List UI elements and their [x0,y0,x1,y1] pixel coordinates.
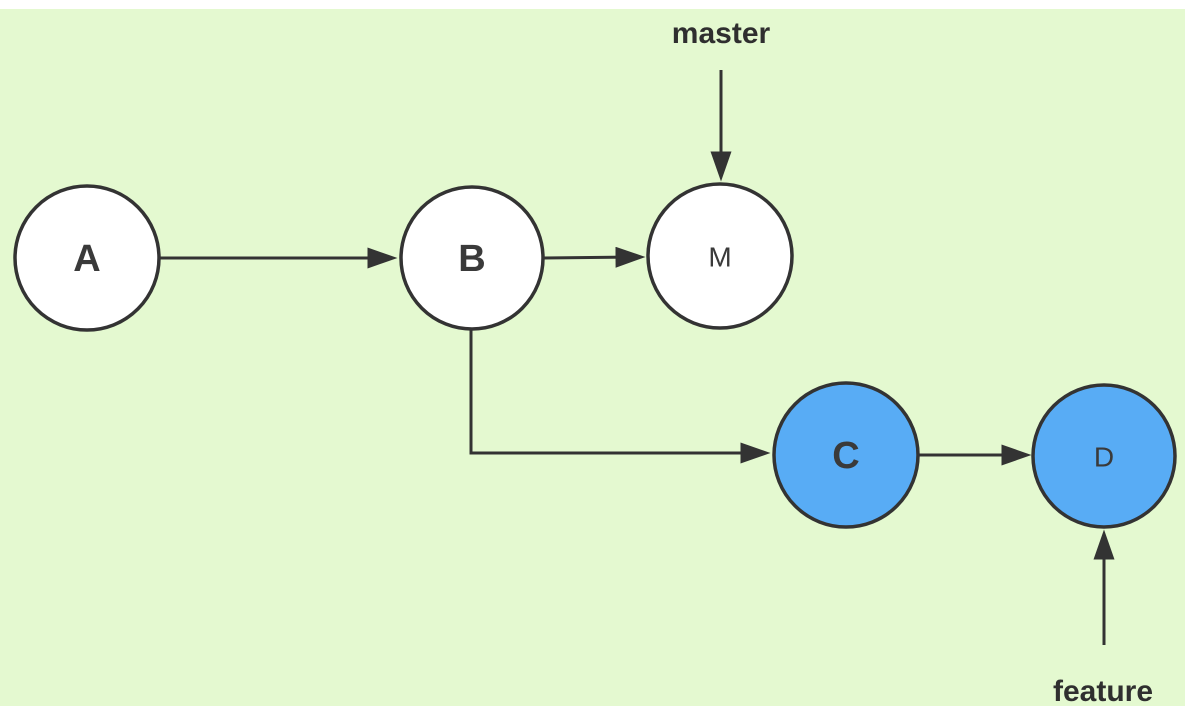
commit-node-M: M [646,182,794,330]
commit-node-A: A [13,184,161,332]
commit-circle-C [772,381,920,529]
commit-circle-B [399,185,545,331]
branch-label-feature: feature [1053,675,1153,708]
commit-label-M: M [708,242,731,273]
commit-label-D: D [1094,442,1114,473]
branch-label-master: master [672,17,771,50]
commit-label-B: B [458,238,485,280]
commit-label-A: A [73,238,100,280]
edge-arrow-B-to-M [543,246,646,268]
edge-arrow-B-to-C [469,330,771,464]
commit-node-B: B [399,185,545,331]
commit-circle-M [646,182,794,330]
commit-circle-D [1031,383,1177,529]
labels-layer: master feature [672,17,1153,708]
nodes-layer: A B M C D [13,182,1177,529]
commit-node-C: C [772,381,920,529]
commit-node-D: D [1031,383,1177,529]
edges-layer [160,70,1115,645]
diagram-background [0,9,1185,706]
commit-circle-A [13,184,161,332]
commit-label-C: C [832,435,859,477]
